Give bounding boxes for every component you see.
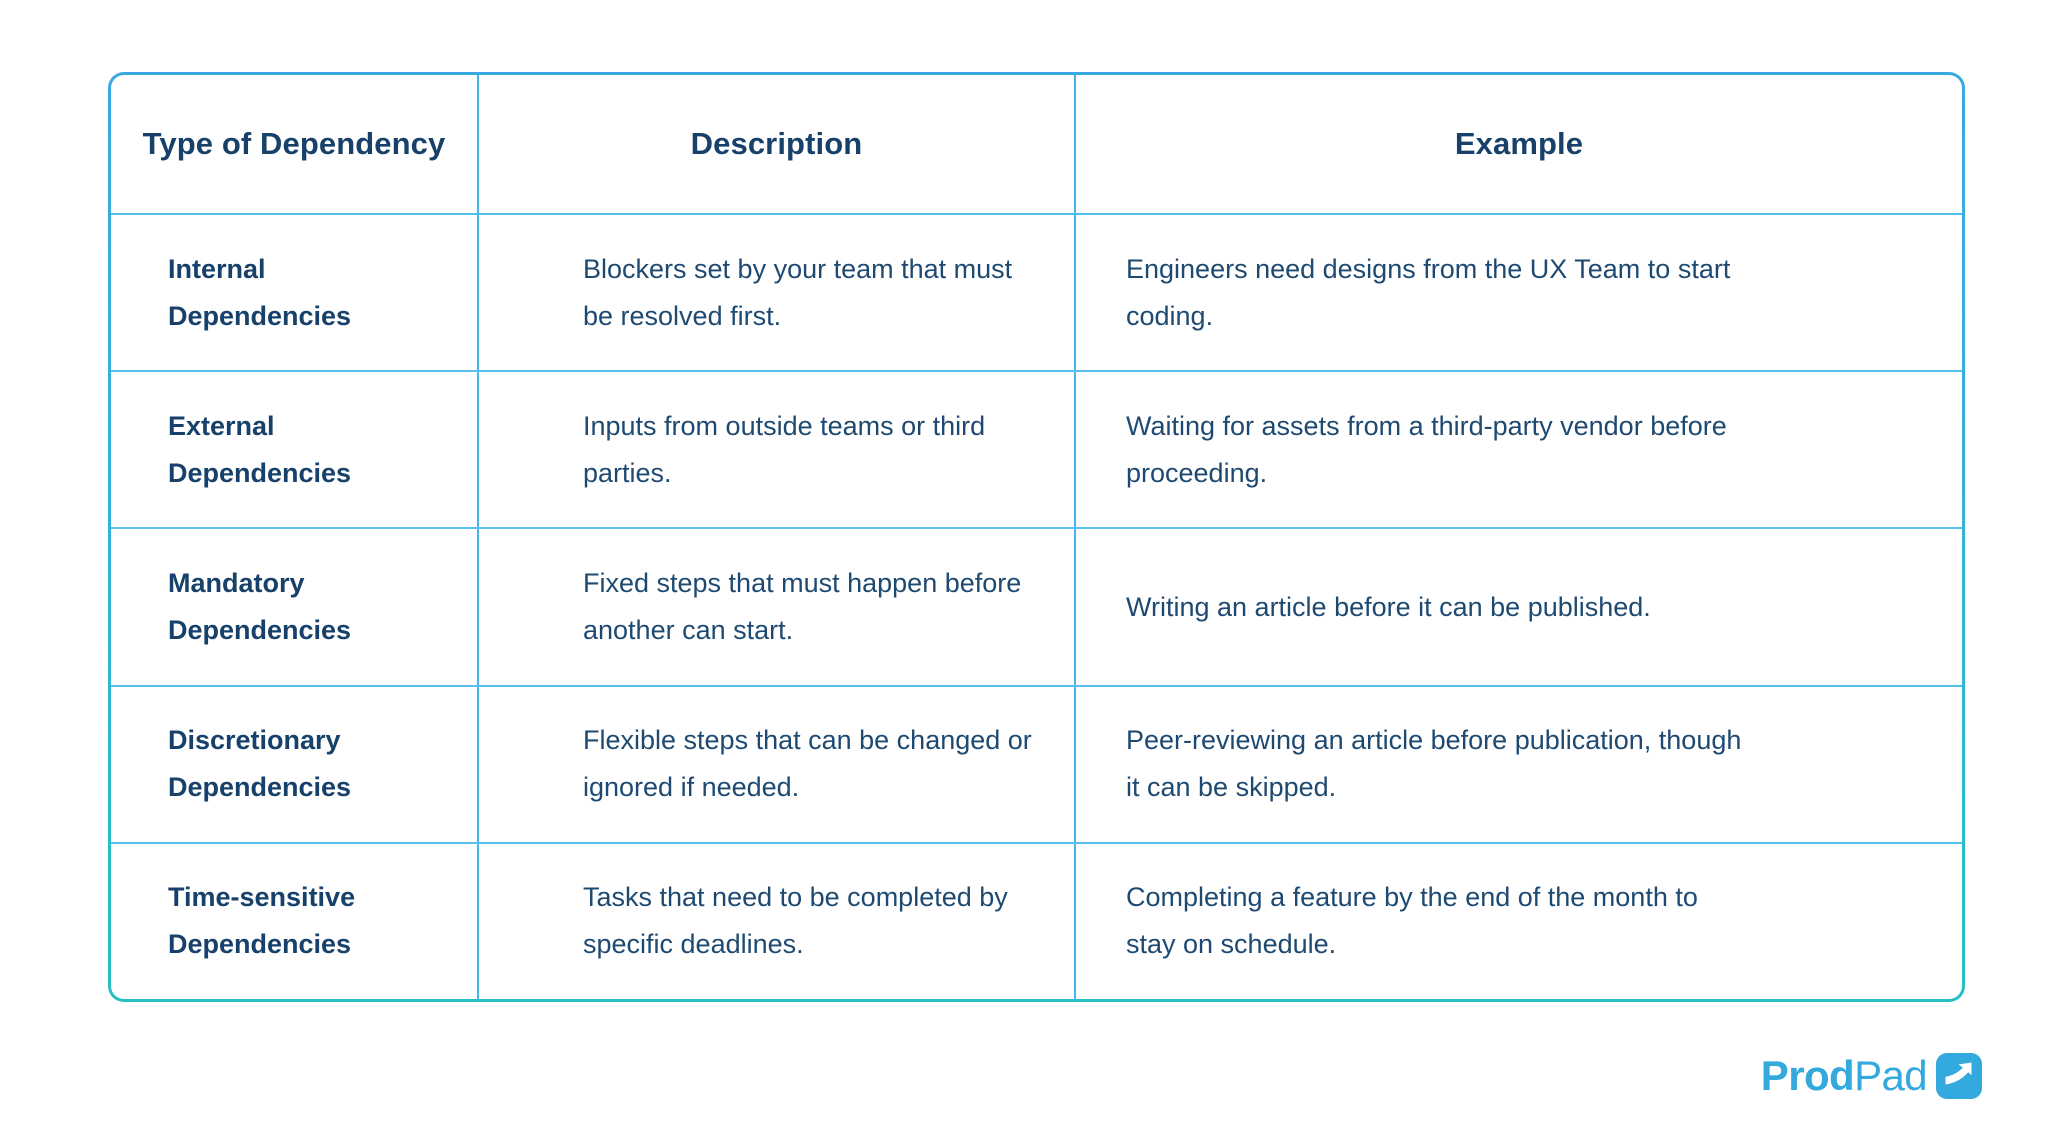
cell-example: Peer-reviewing an article before publica… xyxy=(1074,686,1962,842)
table-inner: Type of Dependency Description Example I… xyxy=(111,75,1962,999)
prodpad-wordmark-bold: Prod xyxy=(1760,1052,1855,1099)
cell-type: Time-sensitive Dependencies xyxy=(111,844,477,999)
cell-description: Flexible steps that can be changed or ig… xyxy=(477,686,1074,842)
cell-example: Completing a feature by the end of the m… xyxy=(1074,843,1962,999)
column-header-description: Description xyxy=(477,75,1074,213)
column-header-example-label: Example xyxy=(1454,126,1584,161)
prodpad-logo: ProdPad xyxy=(1761,1053,1982,1099)
dependency-description-text: Flexible steps that can be changed or ig… xyxy=(583,725,1032,803)
prodpad-wordmark: ProdPad xyxy=(1760,1052,1928,1099)
dependency-type-label: Discretionary Dependencies xyxy=(168,725,352,803)
dependency-example-text: Peer-reviewing an article before publica… xyxy=(1126,725,1742,803)
dependency-description-text: Tasks that need to be completed by speci… xyxy=(583,882,1008,960)
column-header-example: Example xyxy=(1074,75,1962,213)
dependency-example-text: Waiting for assets from a third-party ve… xyxy=(1126,410,1727,488)
table-row: Time-sensitive Dependencies Tasks that n… xyxy=(111,841,1962,999)
dependency-example-text: Completing a feature by the end of the m… xyxy=(1126,882,1698,960)
table-row: Mandatory Dependencies Fixed steps that … xyxy=(111,527,1962,685)
cell-type: Discretionary Dependencies xyxy=(111,687,477,842)
dependency-example-text: Engineers need designs from the UX Team … xyxy=(1126,253,1731,331)
table-row: Discretionary Dependencies Flexible step… xyxy=(111,684,1962,842)
cell-description: Tasks that need to be completed by speci… xyxy=(477,843,1074,999)
dependency-type-label: Time-sensitive Dependencies xyxy=(168,882,356,960)
cell-type: Mandatory Dependencies xyxy=(111,529,477,684)
prodpad-arrow-icon xyxy=(1936,1053,1982,1099)
cell-example: Engineers need designs from the UX Team … xyxy=(1074,215,1962,371)
dependency-type-label: Internal Dependencies xyxy=(168,253,352,331)
prodpad-wordmark-light: Pad xyxy=(1854,1052,1928,1099)
dependency-example-text: Writing an article before it can be publ… xyxy=(1126,591,1651,622)
column-header-type: Type of Dependency xyxy=(111,75,477,213)
dependency-description-text: Inputs from outside teams or third parti… xyxy=(583,410,986,488)
dependency-description-text: Blockers set by your team that must be r… xyxy=(583,253,1013,331)
cell-type: Internal Dependencies xyxy=(111,215,477,370)
table-row: External Dependencies Inputs from outsid… xyxy=(111,370,1962,528)
dependency-description-text: Fixed steps that must happen before anot… xyxy=(583,568,1022,645)
cell-example: Writing an article before it can be publ… xyxy=(1074,529,1962,685)
cell-description: Fixed steps that must happen before anot… xyxy=(477,529,1074,685)
column-header-type-label: Type of Dependency xyxy=(142,126,446,161)
table-header-row: Type of Dependency Description Example xyxy=(111,75,1962,213)
dependency-table: Type of Dependency Description Example I… xyxy=(108,72,1965,1002)
cell-description: Blockers set by your team that must be r… xyxy=(477,215,1074,371)
table-row: Internal Dependencies Blockers set by yo… xyxy=(111,213,1962,371)
cell-type: External Dependencies xyxy=(111,372,477,527)
column-header-description-label: Description xyxy=(690,126,863,161)
cell-example: Waiting for assets from a third-party ve… xyxy=(1074,372,1962,528)
cell-description: Inputs from outside teams or third parti… xyxy=(477,372,1074,528)
dependency-type-label: External Dependencies xyxy=(168,410,352,488)
dependency-type-label: Mandatory Dependencies xyxy=(168,568,352,645)
